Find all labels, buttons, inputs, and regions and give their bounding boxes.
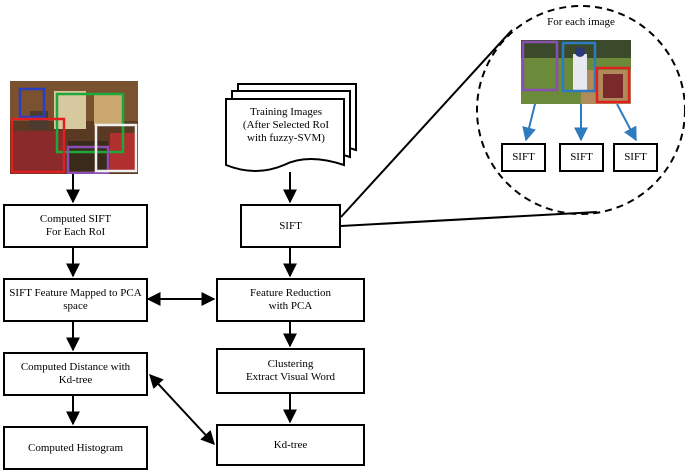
roi-photo-red	[595, 66, 631, 104]
feature-reduction-box: Feature Reduction with PCA	[216, 278, 365, 322]
roi-red	[10, 117, 66, 174]
pca-mapped-box: SIFT Feature Mapped to PCA space	[3, 278, 148, 322]
roi-green	[55, 92, 125, 154]
histogram-box: Computed Histogram	[3, 426, 148, 470]
zoom-line-bottom	[340, 211, 598, 227]
sift-label: SIFT	[279, 219, 302, 232]
feature-reduction-label: Feature Reduction with PCA	[250, 287, 331, 312]
arrow-distance-kdtree	[149, 373, 215, 446]
roi-photo-purple	[521, 40, 559, 92]
circle-sift-box-1: SIFT	[501, 143, 546, 172]
roi-white	[94, 123, 138, 173]
baseball-photo-image	[521, 40, 631, 104]
circle-sift-label-3: SIFT	[624, 151, 647, 163]
blue-arrow-3	[616, 103, 637, 142]
baseball-photo	[521, 40, 631, 104]
training-images-text: Training Images (After Selected RoI with…	[242, 106, 330, 144]
clustering-label: Clustering Extract Visual Word	[245, 358, 336, 383]
sift-box: SIFT	[240, 204, 341, 248]
distance-label: Computed Distance with Kd-tree	[20, 361, 131, 386]
pca-mapped-label: SIFT Feature Mapped to PCA space	[9, 287, 142, 312]
distance-box: Computed Distance with Kd-tree	[3, 352, 148, 396]
roi-purple	[66, 145, 110, 174]
roi-photo-blue	[561, 41, 597, 93]
kdtree-box: Kd-tree	[216, 424, 365, 466]
zoom-circle	[476, 5, 685, 215]
circle-title: For each image	[547, 16, 615, 28]
circle-sift-box-2: SIFT	[559, 143, 604, 172]
circle-sift-label-2: SIFT	[570, 151, 593, 163]
room-photo	[10, 81, 138, 174]
training-images-stack	[225, 83, 357, 172]
clustering-box: Clustering Extract Visual Word	[216, 348, 365, 394]
room-photo-image	[10, 81, 138, 174]
computed-sift-label: Computed SIFT For Each RoI	[39, 213, 112, 238]
kdtree-label: Kd-tree	[273, 438, 308, 451]
roi-blue	[18, 87, 46, 119]
zoom-line-top	[340, 29, 513, 218]
circle-sift-box-3: SIFT	[613, 143, 658, 172]
histogram-label: Computed Histogram	[27, 441, 124, 454]
computed-sift-box: Computed SIFT For Each RoI	[3, 204, 148, 248]
training-images-label: Training Images (After Selected RoI with…	[228, 106, 344, 145]
circle-sift-label-1: SIFT	[512, 151, 535, 163]
